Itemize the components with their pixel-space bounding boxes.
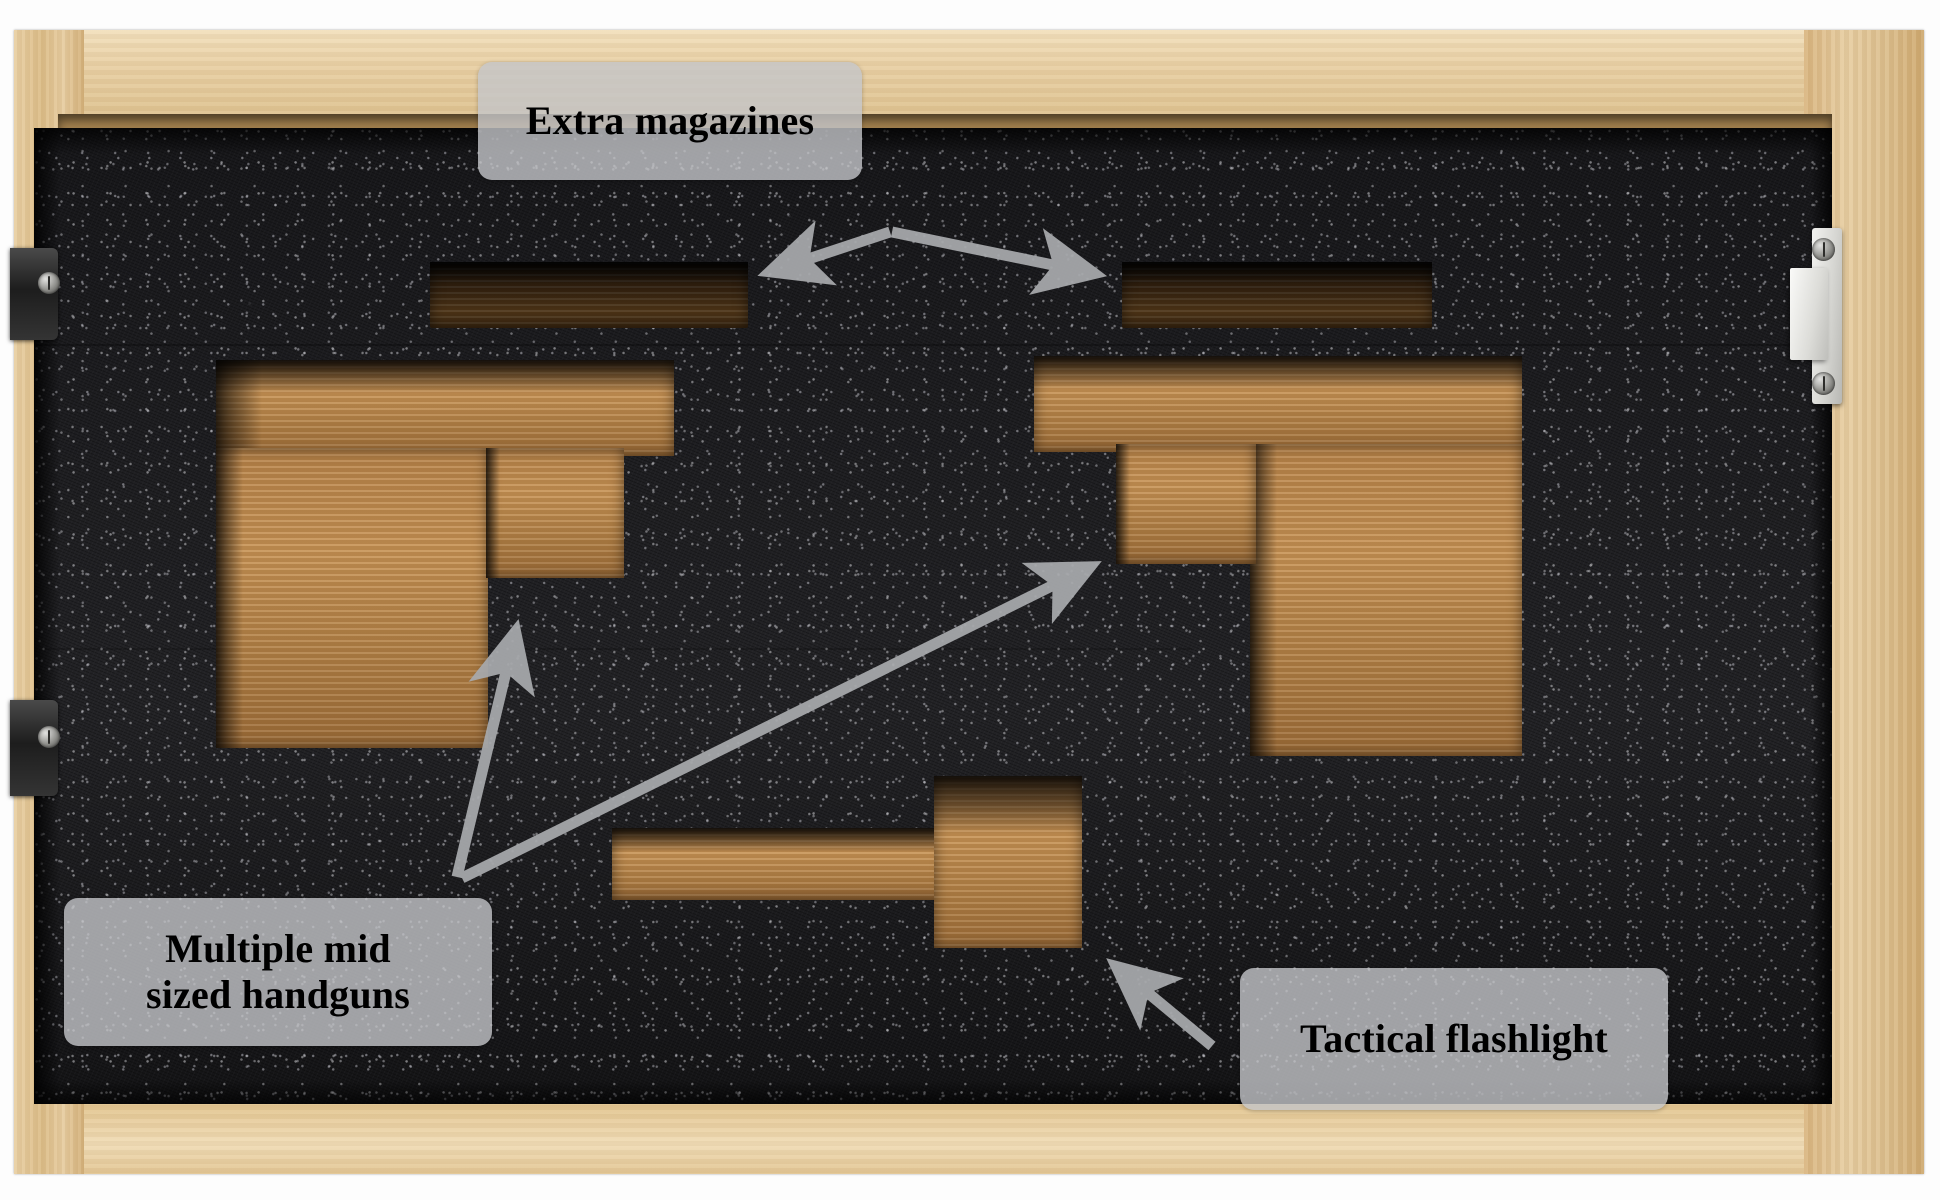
callout-handguns-line-1: Multiple mid — [165, 925, 391, 971]
handgun-cutout-right-grip — [1250, 444, 1522, 756]
latch-catch-tab[interactable] — [1790, 268, 1828, 360]
callout-extra-magazines: Extra magazines — [478, 62, 862, 180]
callout-handguns-line-2: sized handguns — [145, 972, 411, 1017]
foam-seam-upper — [34, 344, 1832, 346]
hinge-upper-pin — [38, 272, 60, 294]
cut-edge-shadow — [1034, 356, 1522, 389]
cut-edge-shadow — [934, 776, 1082, 835]
handgun-cutout-right-barrel — [1034, 356, 1522, 452]
callout-tactical-flashlight-text: Tactical flashlight — [1300, 1015, 1608, 1061]
magazine-slot-left — [430, 262, 748, 328]
foam-top-shadow — [34, 128, 1832, 154]
callout-extra-magazines-text: Extra magazines — [525, 97, 815, 143]
cut-side-shadow — [486, 448, 500, 578]
cut-edge-shadow — [216, 360, 674, 393]
cut-edge-shadow — [612, 828, 946, 853]
handgun-cutout-left-grip — [216, 448, 488, 748]
cut-edge-shadow — [1122, 262, 1432, 285]
cut-side-shadow — [216, 448, 244, 748]
handgun-cutout-left-notch — [486, 448, 624, 578]
flashlight-cutout-head — [934, 776, 1082, 948]
flashlight-cutout-shaft — [612, 828, 946, 900]
handgun-cutout-right-notch — [1116, 444, 1256, 564]
latch-screw-top — [1812, 238, 1835, 261]
cut-side-shadow — [1116, 444, 1130, 564]
callout-multiple-mid-sized-handguns: Multiple mid sized handguns — [64, 898, 492, 1046]
case-rail-top — [14, 30, 1924, 116]
cut-edge-shadow — [430, 262, 748, 285]
latch-screw-bottom — [1812, 372, 1835, 395]
callout-tactical-flashlight: Tactical flashlight — [1240, 968, 1668, 1110]
magazine-slot-right — [1122, 262, 1432, 328]
hinge-lower — [10, 700, 58, 796]
hinge-lower-pin — [38, 726, 60, 748]
hinge-upper — [10, 248, 58, 340]
handgun-cutout-left-barrel — [216, 360, 674, 456]
cut-side-shadow — [216, 360, 262, 456]
